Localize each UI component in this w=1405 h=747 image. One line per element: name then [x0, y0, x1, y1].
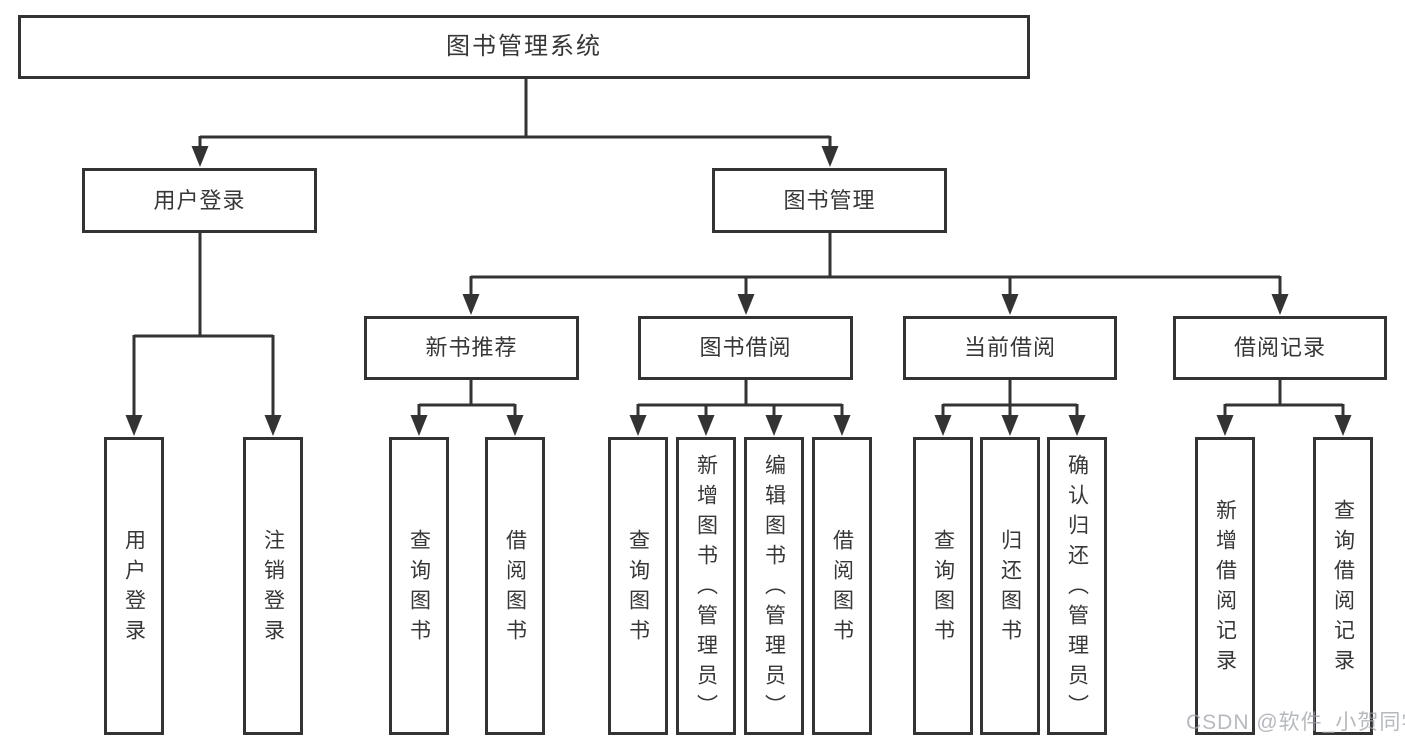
- node-book-management: 图书管理: [712, 168, 947, 233]
- node-leaf-edit-books-admin: 编辑图书（管理员）: [744, 437, 804, 735]
- node-leaf-borrow-books-borrowing: 借阅图书: [812, 437, 872, 735]
- node-leaf-logout: 注销登录: [243, 437, 303, 735]
- node-leaf-borrow-books-recommend: 借阅图书: [485, 437, 545, 735]
- node-new-book-recommend: 新书推荐: [364, 316, 579, 380]
- node-leaf-user-login: 用户登录: [104, 437, 164, 735]
- node-leaf-return-books: 归还图书: [980, 437, 1040, 735]
- node-library-management-system: 图书管理系统: [18, 15, 1030, 79]
- node-leaf-add-books-admin: 新增图书（管理员）: [676, 437, 736, 735]
- node-leaf-query-borrow-record: 查询借阅记录: [1313, 437, 1373, 735]
- node-leaf-query-books-recommend: 查询图书: [389, 437, 449, 735]
- node-book-borrowing: 图书借阅: [638, 316, 853, 380]
- watermark: CSDN @软件_小贺同学: [1186, 711, 1405, 734]
- node-leaf-confirm-return-admin: 确认归还（管理员）: [1047, 437, 1107, 735]
- node-leaf-query-books-current: 查询图书: [913, 437, 973, 735]
- node-borrowing-records: 借阅记录: [1173, 316, 1387, 380]
- node-user-login-branch: 用户登录: [82, 168, 317, 233]
- node-leaf-add-borrow-record: 新增借阅记录: [1195, 437, 1255, 735]
- node-leaf-query-books-borrowing: 查询图书: [608, 437, 668, 735]
- arrowhead-icons: [125, 146, 1352, 436]
- node-current-borrowing: 当前借阅: [903, 316, 1117, 380]
